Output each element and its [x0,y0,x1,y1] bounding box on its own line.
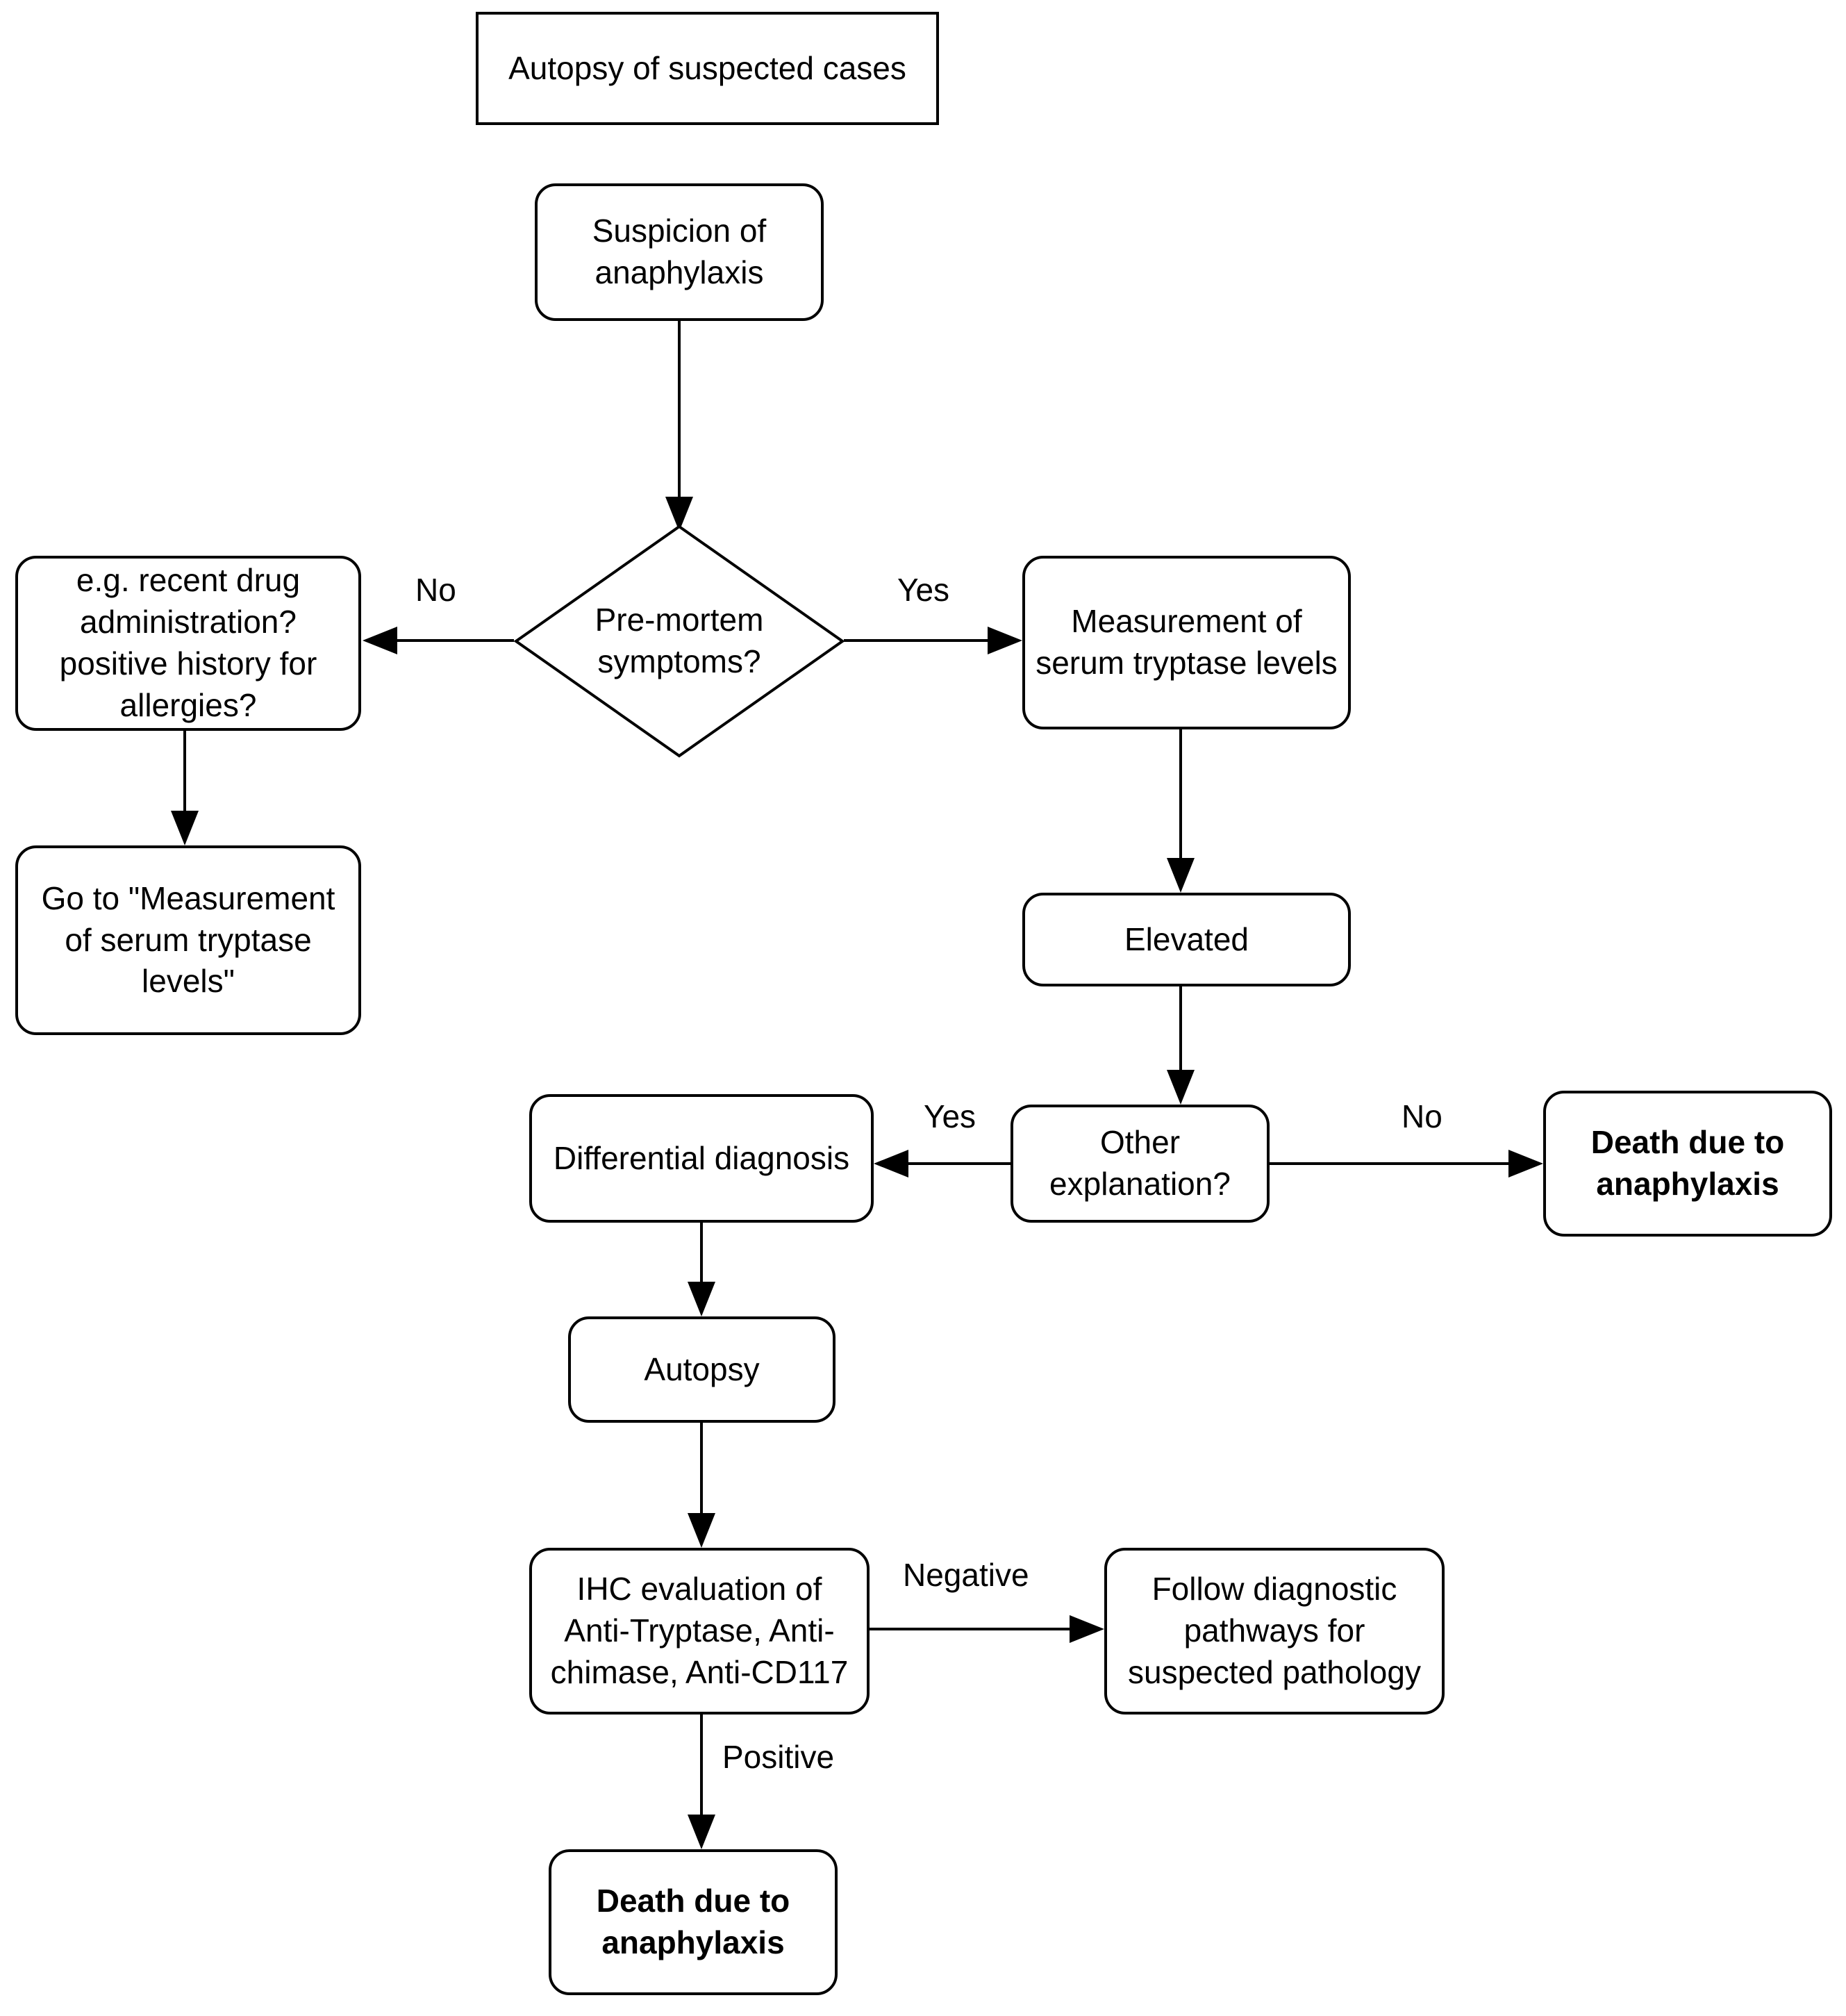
edge-label-yes-other-explanation: Yes [924,1098,976,1134]
edge-label-no-other-explanation: No [1402,1098,1442,1134]
node-death-due-to-anaphylaxis-right[interactable]: Death due to anaphylaxis [1543,1091,1832,1237]
node-autopsy-of-suspected-cases[interactable]: Autopsy of suspected cases [476,12,939,125]
node-elevated[interactable]: Elevated [1022,893,1351,986]
node-pre-mortem-symptoms[interactable]: Pre-mortem symptoms? [514,524,845,758]
node-recent-drug-administration[interactable]: e.g. recent drug administration? positiv… [15,556,361,731]
node-autopsy[interactable]: Autopsy [568,1316,835,1423]
node-death-due-to-anaphylaxis-bottom[interactable]: Death due to anaphylaxis [549,1849,838,1995]
edge-label-no-premortem: No [415,572,456,608]
node-differential-diagnosis[interactable]: Differential diagnosis [529,1094,874,1223]
diamond-shape [514,524,845,758]
edge-label-negative-ihc: Negative [903,1557,1029,1593]
node-go-to-measurement[interactable]: Go to "Measurement of serum tryptase lev… [15,845,361,1035]
node-suspicion-of-anaphylaxis[interactable]: Suspicion of anaphylaxis [535,183,824,321]
node-pre-mortem-symptoms-label: Pre-mortem symptoms? [594,602,764,679]
node-other-explanation[interactable]: Other explanation? [1011,1105,1270,1223]
node-ihc-evaluation[interactable]: IHC evaluation of Anti-Tryptase, Anti- c… [529,1548,870,1715]
node-follow-diagnostic-pathways[interactable]: Follow diagnostic pathways for suspected… [1104,1548,1445,1715]
edge-label-positive-ihc: Positive [722,1739,835,1775]
edge-label-yes-premortem: Yes [897,572,950,608]
node-measurement-serum-tryptase[interactable]: Measurement of serum tryptase levels [1022,556,1351,729]
